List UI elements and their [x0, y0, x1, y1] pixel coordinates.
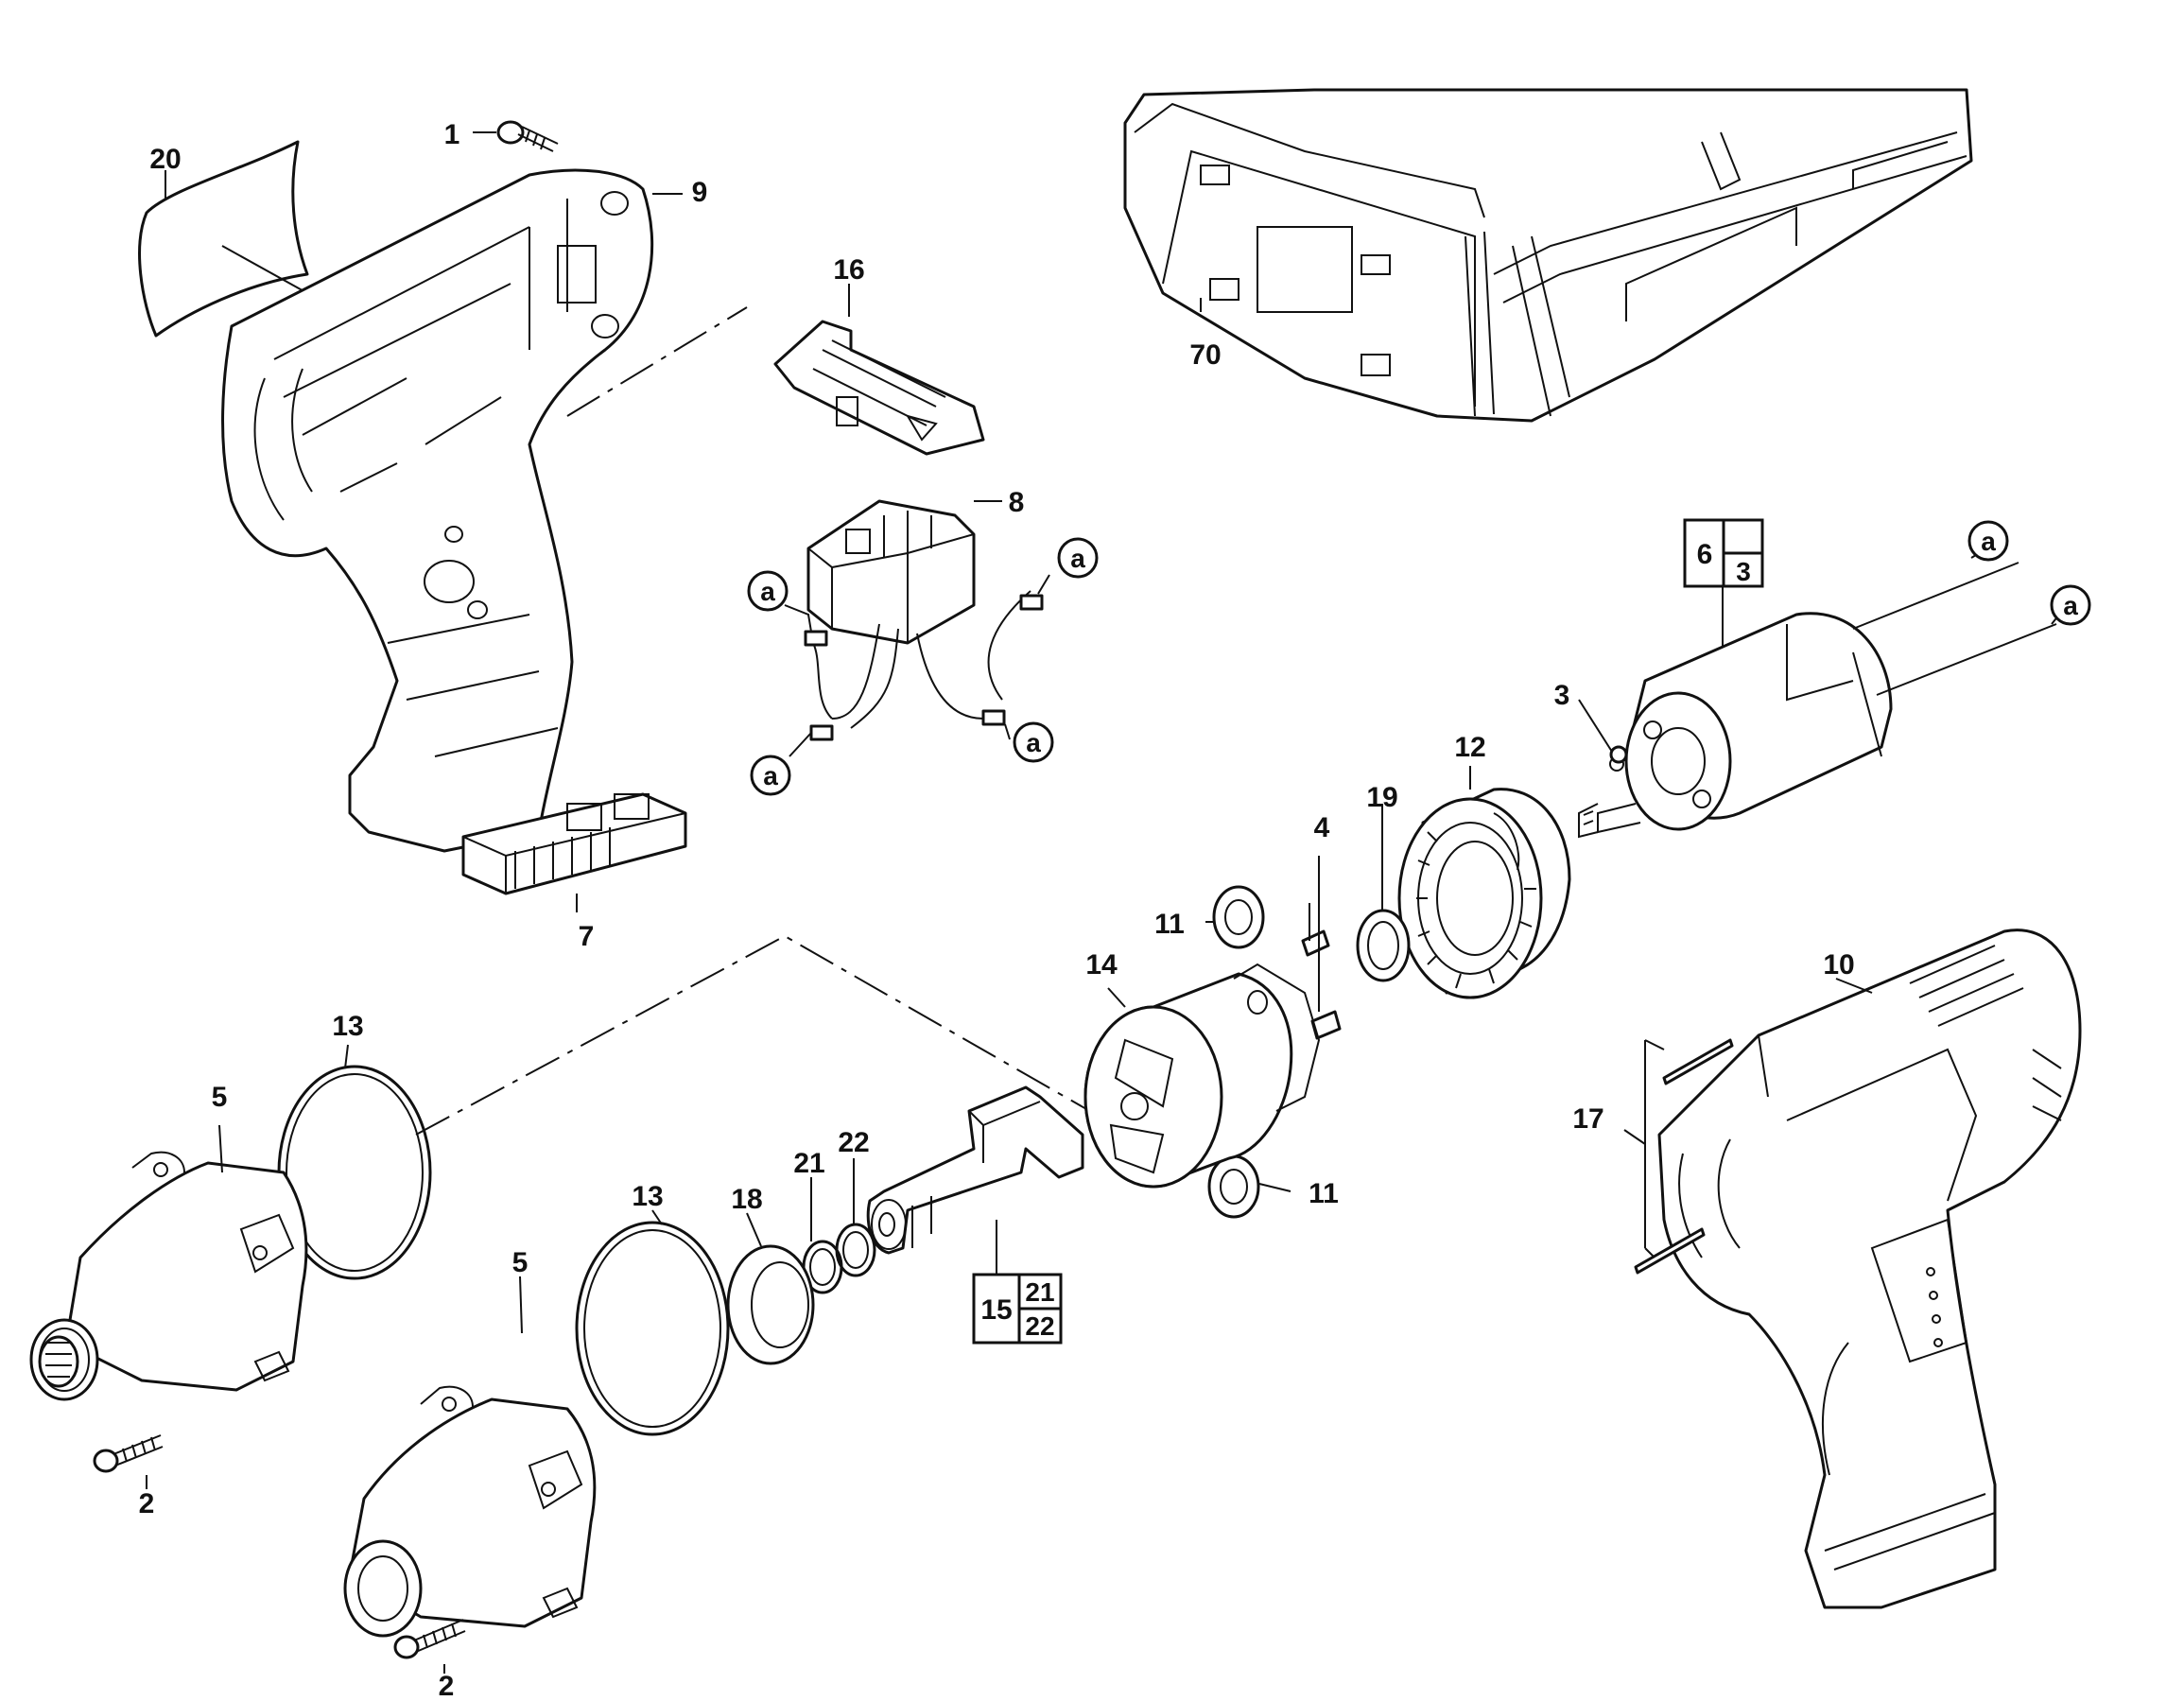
part-screw-top: [496, 120, 559, 152]
connector-marker: a: [1967, 520, 2009, 562]
part-front-housing-upper: [29, 1151, 308, 1401]
leader-lines: [146, 131, 2060, 1674]
part-planet-gear-top: [1212, 885, 1265, 949]
callout-14: 14: [1085, 949, 1118, 981]
part-spindle: [866, 1085, 1084, 1255]
part-trigger: [773, 320, 985, 456]
group-spindle-sub-top: 21: [1025, 1277, 1054, 1307]
part-housing-right: [1657, 929, 2082, 1609]
part-front-housing-lower: [343, 1385, 597, 1638]
svg-text:a: a: [760, 577, 775, 606]
part-o-ring-lower: [575, 1221, 730, 1436]
callout-18: 18: [731, 1184, 762, 1215]
callout-12: 12: [1454, 732, 1485, 763]
assembly-lines: [415, 306, 1107, 1136]
part-screw-lower: [393, 1619, 466, 1659]
svg-text:a: a: [1026, 728, 1041, 757]
part-bearing-ring: [726, 1244, 815, 1365]
part-washer: [1356, 909, 1411, 982]
part-contact-block: [461, 792, 687, 895]
part-housing-left: [221, 168, 654, 853]
callout-22: 22: [838, 1127, 869, 1158]
callout-21: 21: [793, 1148, 824, 1179]
svg-text:a: a: [2063, 591, 2078, 620]
callout-9: 9: [692, 177, 708, 208]
svg-text:a: a: [763, 761, 778, 790]
callout-3: 3: [1554, 680, 1570, 711]
callout-5-upper: 5: [212, 1082, 228, 1113]
part-ring-gear: [1397, 788, 1571, 999]
group-motor-main: 6: [1697, 539, 1713, 570]
callout-13-lower: 13: [632, 1181, 663, 1212]
callout-17: 17: [1572, 1103, 1603, 1135]
part-planet-carrier: [1083, 963, 1321, 1189]
callout-4: 4: [1314, 812, 1330, 843]
callout-16: 16: [833, 254, 864, 286]
group-motor-sub-bottom: 3: [1736, 557, 1751, 586]
callout-5-lower: 5: [512, 1247, 529, 1278]
part-carrying-case: [1123, 88, 1973, 423]
group-spindle-main: 15: [980, 1294, 1012, 1326]
connector-marker: a: [747, 570, 789, 612]
callout-19: 19: [1366, 782, 1397, 813]
part-planet-gear-bottom: [1207, 1154, 1260, 1219]
group-box-spindle: 15 21 22: [972, 1273, 1063, 1345]
part-motor-screw: [1609, 745, 1628, 764]
part-switch-wires: [804, 590, 1044, 741]
callout-2-upper: 2: [139, 1488, 155, 1519]
callout-8: 8: [1009, 487, 1025, 518]
group-box-motor: 6 3: [1683, 518, 1764, 588]
connector-marker: a: [750, 755, 791, 796]
callout-13-upper: 13: [332, 1011, 363, 1042]
callout-2-lower: 2: [439, 1671, 455, 1701]
connector-marker: a: [1057, 537, 1099, 579]
callout-7: 7: [579, 921, 595, 952]
part-dowel-pins: [1634, 1038, 1734, 1275]
svg-text:a: a: [1981, 527, 1996, 556]
part-label-sheet: [138, 140, 309, 338]
connector-marker: a: [2050, 584, 2091, 626]
part-screw-upper: [93, 1434, 164, 1473]
callout-11-bottom: 11: [1309, 1178, 1339, 1209]
part-motor: [1578, 562, 2057, 839]
svg-text:a: a: [1070, 544, 1085, 573]
connector-markers: a a a a a a: [747, 520, 2091, 796]
callout-10: 10: [1823, 949, 1854, 981]
callout-70: 70: [1189, 339, 1221, 371]
callout-1: 1: [444, 119, 460, 150]
connector-marker: a: [1013, 721, 1054, 763]
part-switch: [806, 499, 976, 645]
group-spindle-sub-bottom: 22: [1025, 1311, 1054, 1341]
callout-11-top: 11: [1154, 909, 1185, 940]
callout-labels: 1 9 20 16 8 7 70 3 12 19 4 11 11 14 10 1…: [139, 119, 1855, 1701]
callout-20: 20: [149, 144, 181, 175]
part-pins: [1301, 889, 1342, 1040]
